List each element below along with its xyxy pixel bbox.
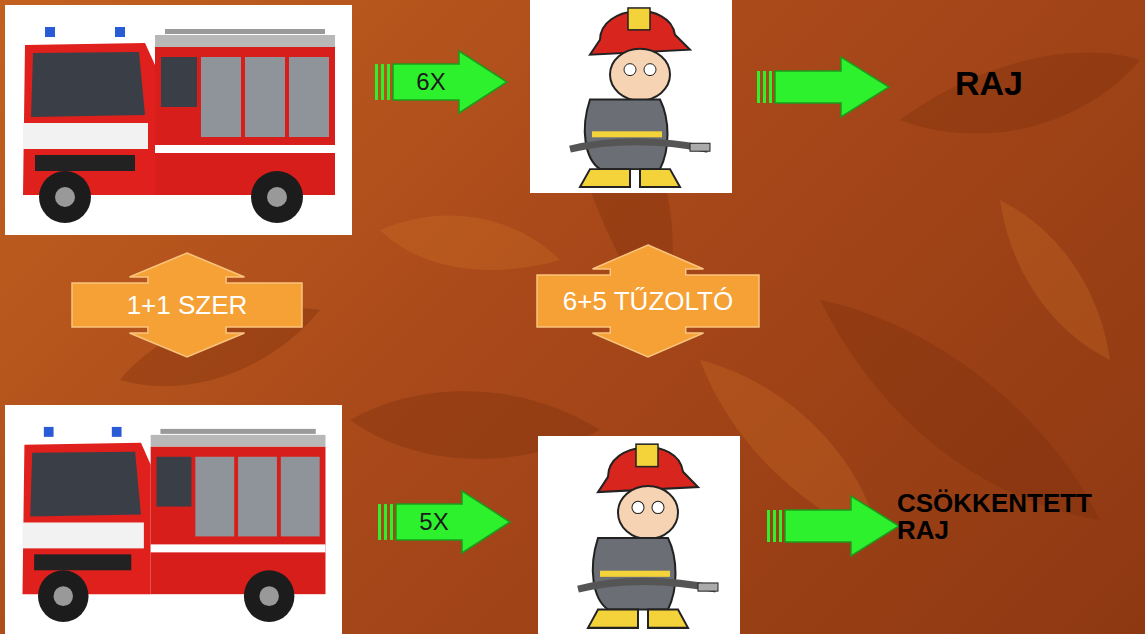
green-arrow [767, 494, 901, 558]
arrow-stripe [390, 504, 393, 540]
green-arrow [757, 55, 891, 119]
arrow-stripe [375, 64, 378, 100]
orange-arrow-box: 6+5 TŰZOLTÓ [537, 245, 759, 357]
result-label: RAJ [955, 66, 1135, 102]
orange-double-arrow [72, 253, 302, 357]
arrow-stripe [378, 504, 381, 540]
firefighter-picture [538, 436, 740, 634]
arrow-text: 1+1 SZER [72, 283, 302, 327]
orange-arrow-box: 1+1 SZER [72, 253, 302, 357]
arrow-text: 6X [393, 64, 469, 100]
green-arrow-box: 5X [378, 490, 510, 554]
arrow-stripe [384, 504, 387, 540]
arrow-text: 5X [396, 504, 472, 540]
fire-truck-picture [5, 405, 342, 634]
green-arrow-box: 6X [375, 50, 507, 114]
fire-truck-picture [5, 5, 352, 235]
arrow-text: 6+5 TŰZOLTÓ [537, 275, 759, 327]
orange-double-arrow [537, 245, 759, 357]
result-label: CSÖKKENTETT RAJ [897, 490, 1137, 545]
arrow-stripe [381, 64, 384, 100]
firefighter-picture [530, 0, 732, 193]
arrow-stripe [387, 64, 390, 100]
green-block-arrow [393, 51, 507, 113]
green-block-arrow [396, 491, 510, 553]
